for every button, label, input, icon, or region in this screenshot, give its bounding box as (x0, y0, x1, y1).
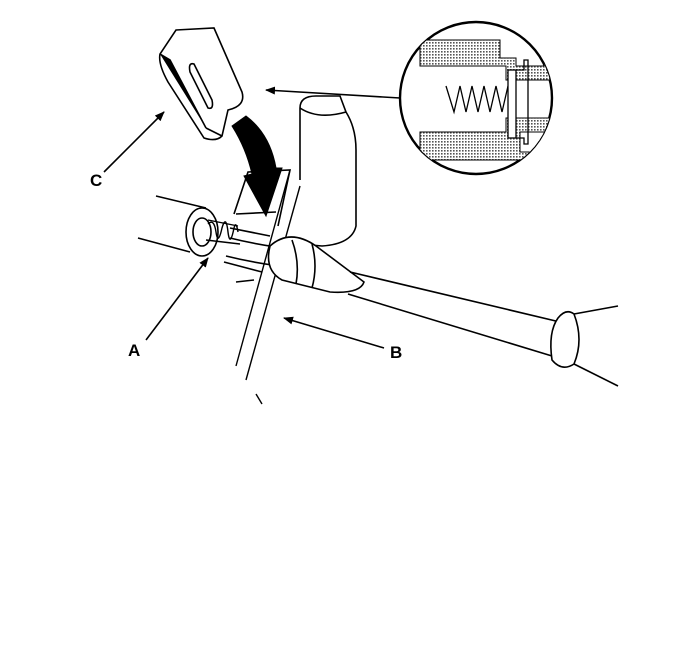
label-c: C (90, 171, 103, 190)
label-a: A (128, 341, 141, 360)
detail-inset (398, 20, 554, 176)
spring-coil (205, 219, 241, 245)
label-b: B (390, 343, 403, 362)
vertical-plate (235, 169, 301, 405)
screwdriver (225, 236, 619, 387)
retaining-clip (158, 27, 244, 141)
end-collar (185, 207, 219, 257)
install-arrow (231, 115, 283, 218)
leader-lines (103, 86, 401, 349)
shaft (137, 195, 271, 273)
